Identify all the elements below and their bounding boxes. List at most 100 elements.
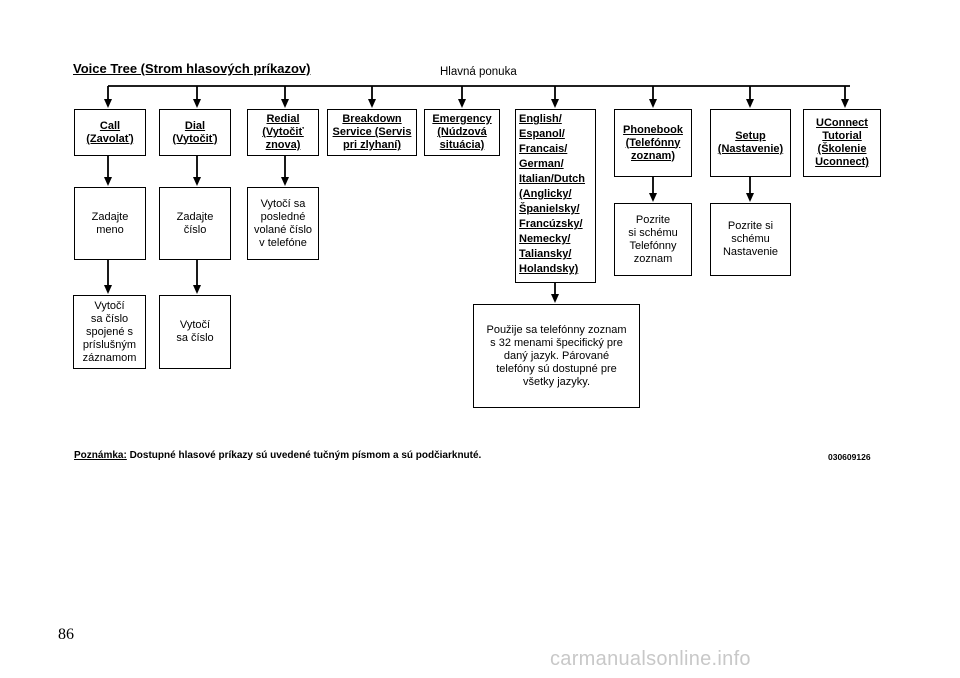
top_nodes.0-line: Call	[99, 119, 121, 132]
arrow-language-sub-arrowhead	[551, 294, 559, 303]
arrow-dial-sub2-arrowhead	[193, 285, 201, 294]
top_nodes.6-line: Phonebook	[623, 123, 683, 136]
top_nodes.5-line: German/	[519, 158, 564, 170]
top_nodes.3-line: Breakdown	[342, 113, 402, 125]
top_nodes.3-line: pri zlyhaní)	[342, 139, 402, 151]
top_nodes.2-line: Redial	[266, 113, 300, 125]
arrow-setup-sub-arrowhead	[746, 193, 754, 202]
footnote: Poznámka: Dostupné hlasové príkazy sú uv…	[74, 450, 481, 461]
drop-top-3-arrowhead	[368, 99, 376, 108]
top_nodes.0-line: (Zavolať)	[86, 132, 134, 145]
main-menu-label: Hlavná ponuka	[440, 66, 517, 78]
drop-top-1-arrowhead	[193, 99, 201, 108]
sub_nodes.1-line: spojené s	[85, 325, 134, 338]
top_nodes.5-line: Francúzsky/	[519, 218, 583, 230]
sub_nodes.0-line: meno	[96, 223, 124, 236]
node-setup: Setup(Nastavenie)	[710, 109, 791, 177]
drop-top-7-arrowhead	[746, 99, 754, 108]
page-title: Voice Tree (Strom hlasových príkazov)	[73, 61, 311, 76]
top_nodes.5-line: Holandsky)	[519, 263, 579, 275]
sub_nodes.6-line: Telefónny	[629, 239, 677, 252]
sub_nodes.5-line: telefóny sú dostupné pre	[496, 362, 617, 375]
sub_nodes.1-line: Vytočí	[94, 299, 125, 312]
sub_nodes.7-line: Pozrite si	[727, 220, 774, 232]
arrow-redial-sub-arrowhead	[281, 177, 289, 186]
sub_nodes.1-line: príslušným	[82, 338, 137, 351]
sub_nodes.4-line: posledné	[260, 210, 306, 223]
drop-top-4-arrowhead	[458, 99, 466, 108]
sub_nodes.6-line: Pozrite	[635, 213, 671, 226]
sub_nodes.6-line: si schému	[628, 226, 678, 239]
top_nodes.8-line: Uconnect)	[815, 156, 869, 168]
top_nodes.5-line: Taliansky/	[519, 248, 572, 260]
top_nodes.5-line: Nemecky/	[519, 233, 571, 245]
sub_nodes.5-line: Použije sa telefónny zoznam	[486, 323, 627, 336]
top_nodes.2-line: znova)	[265, 139, 301, 151]
sub_nodes.7-line: schému	[731, 233, 770, 245]
arrow-phonebook-sub-arrowhead	[649, 193, 657, 202]
top_nodes.5-line: English/	[519, 113, 562, 125]
footnote-text: Dostupné hlasové príkazy sú uvedené tučn…	[126, 450, 482, 461]
sub_nodes.1-line: sa číslo	[90, 312, 129, 325]
top_nodes.8-line: Tutorial	[822, 130, 862, 142]
node-language: English/Espanol/Francais/German/Italian/…	[515, 109, 596, 283]
top_nodes.6-line: (Telefónny	[625, 136, 681, 149]
top_nodes.5-line: Espanol/	[519, 128, 565, 140]
drop-top-5-arrowhead	[551, 99, 559, 108]
top_nodes.1-line: Dial	[184, 119, 206, 132]
page-number: 86	[58, 626, 74, 643]
sub_nodes.1-line: záznamom	[82, 351, 137, 364]
node-call: Call(Zavolať)	[74, 109, 146, 156]
sub_nodes.3-line: Vytočí	[179, 319, 211, 331]
top_nodes.7-line: (Nastavenie)	[717, 143, 784, 155]
sub_nodes.4-line: v telefóne	[259, 236, 307, 249]
top_nodes.4-line: Emergency	[432, 113, 492, 125]
sub_nodes.0-line: Zadajte	[91, 210, 129, 223]
sub_nodes.5-line: s 32 menami špecifický pre	[490, 336, 623, 349]
top_nodes.1-line: (Vytočiť)	[172, 132, 218, 145]
drop-top-0-arrowhead	[104, 99, 112, 108]
arrow-call-sub-arrowhead	[104, 177, 112, 186]
top_nodes.5-line: (Anglicky/	[519, 188, 572, 200]
top_nodes.5-line: Italian/Dutch	[519, 173, 586, 185]
drop-top-2-arrowhead	[281, 99, 289, 108]
footnote-label: Poznámka:	[74, 450, 127, 461]
sub_nodes.2-line: číslo	[183, 223, 207, 236]
sub_nodes.2-line: Zadajte	[176, 210, 214, 223]
sub_nodes.4-line: Vytočí sa	[260, 197, 306, 210]
sub_nodes.4-line: volané číslo	[253, 223, 313, 236]
drop-top-8-arrowhead	[841, 99, 849, 108]
sub_nodes.7-line: Nastavenie	[722, 246, 779, 258]
top_nodes.4-line: (Núdzová	[437, 126, 487, 138]
arrow-call-sub2-arrowhead	[104, 285, 112, 294]
top_nodes.2-line: (Vytočiť	[262, 126, 304, 138]
top_nodes.6-line: zoznam)	[631, 149, 675, 162]
watermark: carmanualsonline.info	[550, 648, 751, 670]
sub_nodes.5-line: daný jazyk. Párované	[503, 349, 610, 362]
drop-top-6-arrowhead	[649, 99, 657, 108]
top_nodes.5-line: Francais/	[519, 143, 568, 155]
sub_nodes.6-line: zoznam	[633, 252, 673, 265]
top_nodes.3-line: Service (Servis	[332, 126, 412, 138]
figure-code: 030609126	[828, 452, 871, 462]
top_nodes.8-line: UConnect	[816, 117, 868, 129]
top_nodes.4-line: situácia)	[439, 139, 485, 151]
top_nodes.7-line: Setup	[735, 130, 766, 142]
top_nodes.5-line: Španielsky/	[519, 203, 580, 215]
top_nodes.8-line: (Školenie	[817, 143, 867, 155]
sub_nodes.3-line: sa číslo	[176, 332, 214, 344]
node-dial: Dial(Vytočiť)	[159, 109, 231, 156]
